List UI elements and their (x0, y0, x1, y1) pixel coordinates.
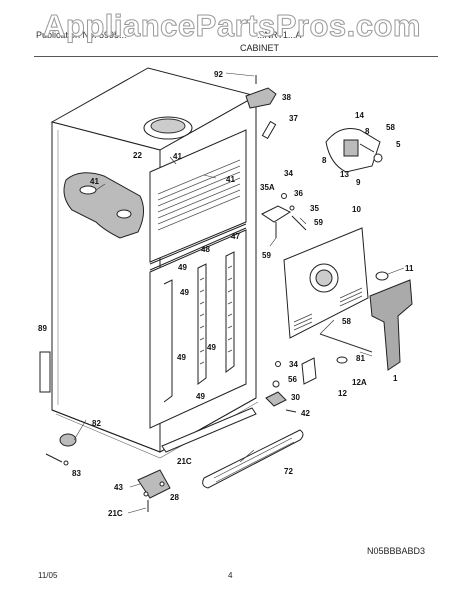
side-bracket-89 (39, 351, 51, 393)
leveler-parts (45, 433, 77, 466)
air-duct (369, 279, 413, 371)
shelf-support-rails (163, 251, 235, 403)
callout: 12 (338, 389, 347, 398)
publication-number: Publication No. 5995... (36, 30, 127, 40)
model-number: ...NRT1...A (257, 30, 302, 40)
callout: 58 (342, 317, 351, 326)
left-hinge-bracket (63, 172, 144, 239)
callout: 13 (340, 170, 349, 179)
callout: 10 (352, 205, 361, 214)
callout: 30 (291, 393, 300, 402)
callout: 21C (108, 509, 123, 518)
callout: 8 (322, 156, 327, 165)
callout: 36 (294, 189, 303, 198)
callout: 56 (288, 375, 297, 384)
callout: 49 (177, 353, 186, 362)
callout: 83 (72, 469, 81, 478)
callout: 34 (284, 169, 293, 178)
callout: 89 (38, 324, 47, 333)
rear-air-panel (283, 227, 389, 339)
mid-brackets (261, 193, 307, 238)
callout: 41 (226, 175, 235, 184)
header-rule (34, 56, 438, 57)
callout: 22 (133, 151, 142, 160)
callout: 28 (170, 493, 179, 502)
callout: 8 (365, 127, 370, 136)
callout: 35A (260, 183, 275, 192)
callout: 34 (289, 360, 298, 369)
footer-date: 11/05 (38, 571, 58, 580)
callout: 49 (207, 343, 216, 352)
callout: 49 (196, 392, 205, 401)
callout: 12A (352, 378, 367, 387)
small-lower-parts (265, 333, 373, 413)
watermark: AppliancePartsPros.com (43, 8, 421, 44)
section-title: CABINET (240, 43, 280, 53)
control-assembly (325, 128, 383, 173)
callout: 41 (173, 152, 182, 161)
callout-numbers: 92 38 37 14 58 8 5 8 9 13 22 41 41 41 34… (38, 70, 414, 518)
callout: 92 (214, 70, 223, 79)
callout: 11 (405, 264, 414, 273)
callout: 49 (180, 288, 189, 297)
callout: 43 (114, 483, 123, 492)
toe-grille (202, 429, 304, 489)
callout: 38 (282, 93, 291, 102)
callout: 81 (356, 354, 365, 363)
callout: 37 (289, 114, 298, 123)
callout: 42 (301, 409, 310, 418)
callout: 82 (92, 419, 101, 428)
bottom-roller-assembly (137, 469, 171, 512)
callout: 47 (231, 232, 240, 241)
callout: 1 (393, 374, 398, 383)
callout: 14 (355, 111, 364, 120)
callout: 49 (178, 263, 187, 272)
bottom-rail (161, 407, 257, 453)
callout: 48 (201, 245, 210, 254)
top-vent-part (143, 116, 193, 140)
callout: 5 (396, 140, 401, 149)
callout: 21C (177, 457, 192, 466)
top-parts (245, 75, 277, 140)
callout: 41 (90, 177, 99, 186)
callout: 59 (262, 251, 271, 260)
callout: 9 (356, 178, 361, 187)
callout: 72 (284, 467, 293, 476)
leader-lines (73, 72, 405, 514)
page-number: 4 (228, 571, 233, 580)
callout: 59 (314, 218, 323, 227)
diagram-code: N05BBBABD3 (367, 546, 426, 556)
callout: 35 (310, 204, 319, 213)
callout: 58 (386, 123, 395, 132)
